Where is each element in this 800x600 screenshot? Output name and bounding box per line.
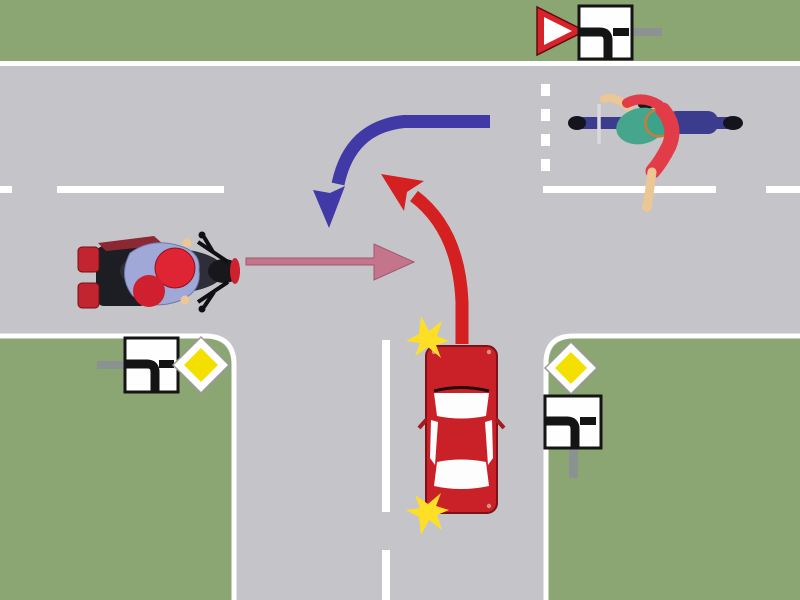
priority-road-icon-center: [184, 348, 218, 382]
priority-turn-panel-minor-dash: [613, 28, 629, 36]
car-mirrors: [417, 417, 506, 430]
priority-turn-panel-glyph: [579, 27, 613, 59]
curb-line-bottom-right: [543, 333, 800, 600]
grass-bottom-right: [548, 338, 800, 600]
grass-top: [0, 0, 800, 61]
car-side-window: [430, 420, 438, 465]
motorcycle-rider-helmet: [154, 247, 196, 289]
intersection-guide-dashes: [541, 84, 550, 171]
car-path-arrow-head: [381, 174, 424, 211]
motorcycle-path-arrow: [245, 243, 416, 281]
car-path-arrow: [381, 174, 469, 344]
priority-turn-panel-glyph: [125, 359, 160, 392]
car-indicator-rear-icon: [406, 493, 449, 535]
car-rear-window: [434, 459, 489, 489]
car: [406, 316, 506, 535]
bottom-left-sign: [97, 335, 231, 395]
motorcycle-saddlebag: [77, 282, 100, 309]
sign-post: [569, 448, 578, 478]
cyclist: [568, 94, 743, 212]
car-path-arrow-shaft: [409, 190, 469, 344]
center-line-vertical: [382, 340, 390, 600]
sign-post: [632, 28, 662, 36]
car-windshield: [434, 393, 489, 419]
top-right-sign: [536, 4, 662, 61]
center-line-horizontal: [0, 186, 800, 193]
priority-turn-panel-glyph: [545, 416, 580, 448]
priority-turn-panel-minor-dash: [159, 360, 174, 368]
motorcycle-saddlebag: [77, 246, 100, 273]
priority-turn-panel-minor-dash: [580, 417, 596, 425]
car-side-window: [485, 420, 493, 465]
road-edge-line-top: [0, 61, 800, 66]
cyclist-leg: [645, 102, 680, 179]
priority-road-icon-center: [555, 352, 587, 384]
cyclist-path-arrow-head: [313, 186, 345, 228]
give-way-icon-center: [544, 17, 572, 45]
cyclist-path-arrow-shaft: [331, 115, 490, 186]
grass-bottom-left: [0, 338, 232, 600]
bottom-right-sign: [543, 340, 603, 478]
cyclist-path-arrow: [313, 115, 490, 228]
curb-line-bottom-left: [0, 333, 237, 600]
motorcycle-handlebars: [196, 235, 230, 309]
sign-post: [97, 361, 125, 369]
car-indicator-front-icon: [406, 316, 449, 358]
motorcycle: [77, 231, 240, 313]
